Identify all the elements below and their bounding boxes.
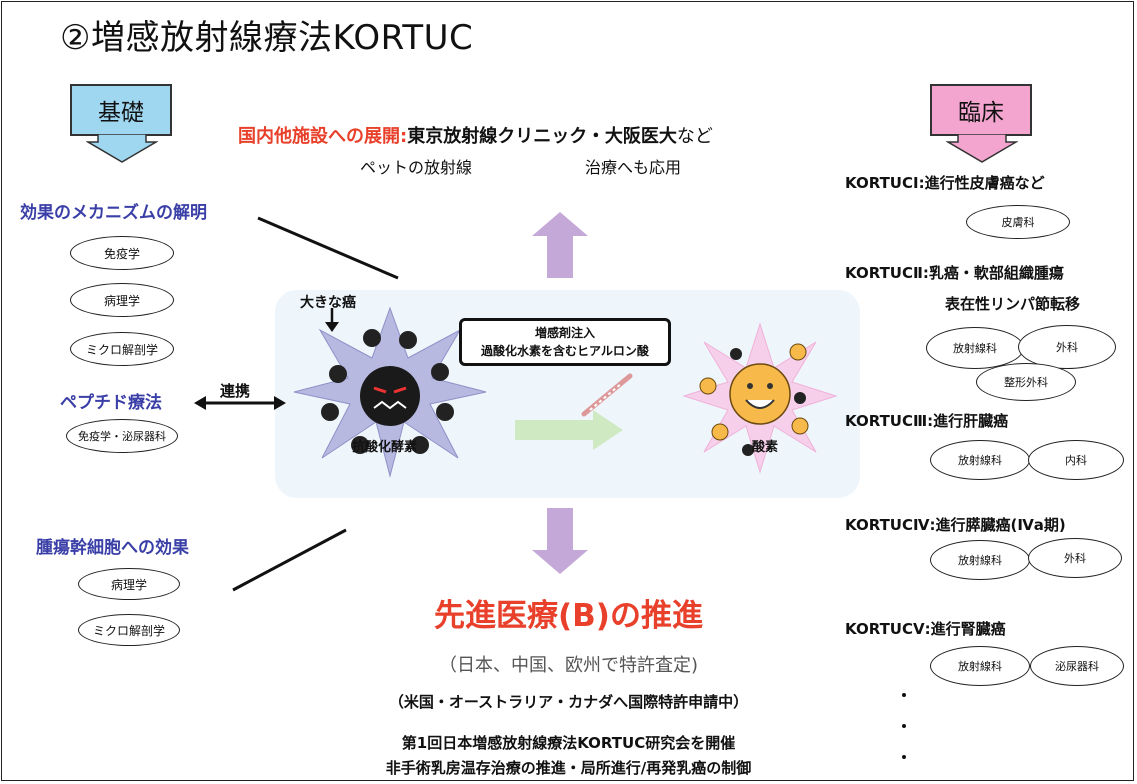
link-arrow-head-left xyxy=(194,396,206,410)
link-label: 連携 xyxy=(220,382,251,400)
kortuc3-oval-internal: 内科 xyxy=(1028,440,1124,480)
kortuc4-oval-surgery: 外科 xyxy=(1028,538,1122,578)
advanced-medicine-heading: 先進医療(B)の推進 xyxy=(434,598,703,634)
down-arrow xyxy=(532,508,588,574)
kortuc5-heading: KORTUCⅤ:進行腎臓癌 xyxy=(845,620,1006,638)
syringe-icon xyxy=(581,373,633,417)
stem-oval-pathology: 病理学 xyxy=(78,568,180,600)
ellipsis-dot xyxy=(902,724,906,728)
kortuc2-oval-orthopedics: 整形外科 xyxy=(976,363,1076,401)
kortuc5-oval-radiology: 放射線科 xyxy=(930,646,1030,686)
kortuc2-heading: KORTUCⅡ:乳癌・軟部組織腫瘍 xyxy=(845,264,1064,282)
kortuc3-oval-radiology: 放射線科 xyxy=(930,440,1030,480)
expansion-sites: 東京放射線クリニック・大阪医大 xyxy=(407,126,677,147)
kortuc1-oval-dermatology: 皮膚科 xyxy=(966,205,1070,239)
sensitizer-label: 増感剤注入 xyxy=(534,326,595,340)
promotion-line: 非手術乳房温存治療の推進・局所進行/再発乳癌の制御 xyxy=(385,759,752,777)
kortuc3-heading: KORTUCⅢ:進行肝臓癌 xyxy=(845,412,1009,430)
kortuc4-heading: KORTUCⅣ:進行膵臓癌(Ⅳa期) xyxy=(845,516,1066,534)
kortuc2-oval-surgery: 外科 xyxy=(1018,325,1116,369)
expansion-suffix: など xyxy=(676,126,713,147)
kortuc2-oval-radiology: 放射線科 xyxy=(926,327,1024,369)
mechanism-connector-line xyxy=(257,216,399,280)
intl-patent-status: （米国・オーストラリア・カナダへ国際特許申請中） xyxy=(388,693,749,711)
kortuc1-heading: KORTUCⅠ:進行性皮膚癌など xyxy=(845,174,1045,192)
pet-text-right: 治療へも応用 xyxy=(585,158,682,177)
kortuc5-oval-urology: 泌尿器科 xyxy=(1030,646,1124,686)
tumor-illustration xyxy=(293,306,487,478)
mechanism-heading: 効果のメカニズムの解明 xyxy=(20,203,207,223)
oxygen-label: 酸素 xyxy=(752,440,779,455)
mechanism-oval-immunology: 免疫学 xyxy=(70,236,174,270)
pet-text-left: ペットの放射線 xyxy=(360,158,473,177)
slide-title: ②増感放射線療法KORTUC xyxy=(60,18,474,58)
basic-down-arrow xyxy=(86,134,158,163)
meeting-line: 第1回日本増感放射線療法KORTUC研究会を開催 xyxy=(401,734,736,752)
sensitizer-box: 増感剤注入 過酸化水素を含むヒアルロン酸 xyxy=(459,318,671,366)
antioxidant-label: 抗酸化酵素 xyxy=(352,440,418,455)
mechanism-oval-microanatomy: ミクロ解剖学 xyxy=(70,332,174,366)
ellipsis-dot xyxy=(902,755,906,759)
expansion-line: 国内他施設への展開:東京放射線クリニック・大阪医大など xyxy=(238,122,713,148)
big-cancer-label: 大きな癌 xyxy=(300,295,356,311)
patent-status: （日本、中国、欧州で特許査定) xyxy=(438,655,699,676)
basic-header-box: 基礎 xyxy=(70,84,172,136)
big-cancer-pointer xyxy=(325,308,339,332)
oxygen-illustration xyxy=(682,322,838,474)
stem-cell-connector-line xyxy=(232,528,347,592)
kortuc4-oval-radiology: 放射線科 xyxy=(930,540,1030,580)
clinical-down-arrow xyxy=(946,134,1018,163)
expansion-label: 国内他施設への展開: xyxy=(238,126,408,147)
kortuc2-subheading: 表在性リンパ節転移 xyxy=(945,295,1081,313)
green-right-arrow xyxy=(515,410,623,450)
stem-oval-microanatomy: ミクロ解剖学 xyxy=(78,614,180,646)
link-arrow-head-right xyxy=(274,396,286,410)
peptide-oval: 免疫学・泌尿器科 xyxy=(66,419,178,453)
mechanism-oval-pathology: 病理学 xyxy=(70,283,174,317)
peptide-heading: ペプチド療法 xyxy=(60,393,162,413)
ellipsis-dot xyxy=(902,693,906,697)
sensitizer-desc: 過酸化水素を含むヒアルロン酸 xyxy=(481,344,649,358)
up-arrow xyxy=(532,212,588,278)
stem-cell-heading: 腫瘍幹細胞への効果 xyxy=(36,538,189,558)
